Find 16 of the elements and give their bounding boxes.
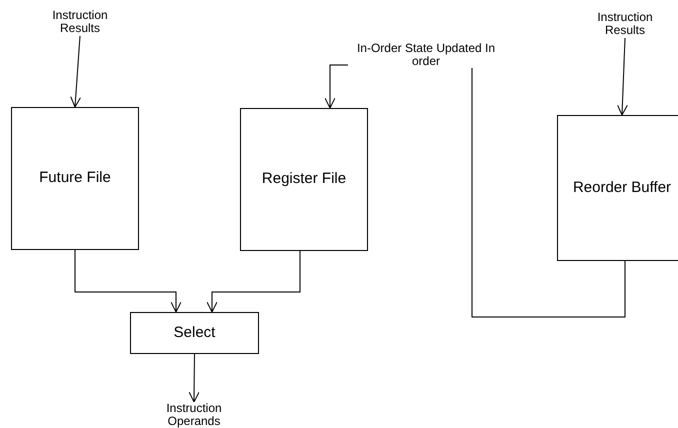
arrow xyxy=(616,38,628,116)
process-box xyxy=(240,108,368,251)
box-label: Select xyxy=(174,324,216,342)
process-box xyxy=(557,115,678,261)
arrow xyxy=(70,36,82,108)
arrow xyxy=(188,354,200,402)
box-label: Register File xyxy=(262,171,346,188)
box-label: Reorder Buffer xyxy=(572,180,672,196)
process-box xyxy=(11,107,139,250)
box-label: Future File xyxy=(39,170,111,187)
flow-label: Instruction Results xyxy=(51,8,109,36)
arrow xyxy=(74,250,182,312)
process-box xyxy=(130,312,259,354)
arrow xyxy=(206,250,300,312)
flow-label: Instruction Results xyxy=(596,10,654,38)
flow-label: Instruction Operands xyxy=(165,402,223,428)
